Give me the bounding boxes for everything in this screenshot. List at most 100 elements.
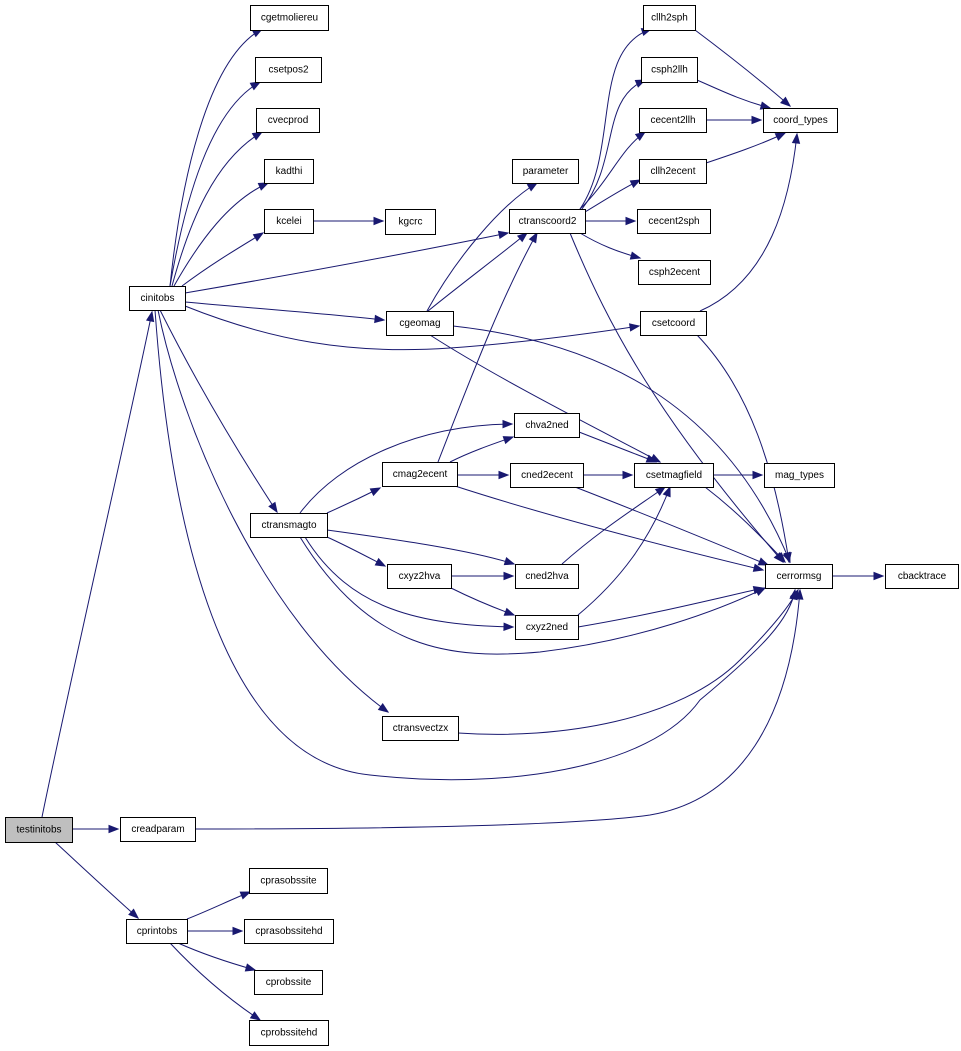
node-box[interactable]: [249, 868, 328, 894]
node-box[interactable]: [515, 615, 579, 640]
edge-line: [574, 486, 769, 566]
node-box[interactable]: [510, 463, 584, 488]
edge-kcelei-to-kgcrc: [313, 216, 385, 226]
node-box[interactable]: [264, 159, 314, 184]
node-mag-types[interactable]: mag_types: [764, 463, 835, 488]
node-csetmagfield[interactable]: csetmagfield: [634, 463, 714, 488]
node-box[interactable]: [264, 209, 314, 234]
node-creadparam[interactable]: creadparam: [120, 817, 196, 842]
node-box[interactable]: [249, 1020, 329, 1046]
edge-testinitobs-to-cinitobs: [41, 310, 155, 818]
node-box[interactable]: [250, 513, 328, 538]
node-box[interactable]: [640, 311, 707, 336]
node-box[interactable]: [643, 5, 696, 31]
node-cxyz2ned[interactable]: cxyz2ned: [515, 615, 579, 640]
arrowhead-icon: [752, 585, 765, 595]
node-box[interactable]: [385, 209, 436, 235]
node-label: ctransvectzx: [393, 723, 449, 734]
node-cned2ecent[interactable]: cned2ecent: [510, 463, 584, 488]
node-coord-types[interactable]: coord_types: [763, 108, 838, 133]
node-cgetmoliereu[interactable]: cgetmoliereu: [250, 5, 329, 31]
node-csetcoord[interactable]: csetcoord: [640, 311, 707, 336]
edge-ctransmagto-to-cxyz2hva: [326, 536, 387, 567]
node-box[interactable]: [129, 286, 186, 311]
node-cvecprod[interactable]: cvecprod: [256, 108, 320, 133]
node-box[interactable]: [639, 108, 707, 133]
node-box[interactable]: [254, 970, 323, 995]
node-box[interactable]: [512, 159, 579, 184]
node-cmag2ecent[interactable]: cmag2ecent: [382, 462, 458, 487]
node-box[interactable]: [885, 564, 959, 589]
node-kadthi[interactable]: kadthi: [264, 159, 314, 184]
node-box[interactable]: [763, 108, 838, 133]
node-box[interactable]: [641, 57, 698, 83]
node-box[interactable]: [387, 564, 452, 589]
node-box[interactable]: [382, 716, 459, 741]
arrowhead-icon: [795, 588, 804, 600]
node-cprasobssite[interactable]: cprasobssite: [249, 868, 328, 894]
node-box[interactable]: [637, 209, 711, 234]
node-cgeomag[interactable]: cgeomag: [386, 311, 454, 336]
arrowhead-icon: [503, 607, 516, 616]
node-box[interactable]: [639, 159, 707, 184]
node-box[interactable]: [256, 108, 320, 133]
node-box[interactable]: [5, 817, 73, 843]
edge-line: [569, 232, 784, 563]
node-kgcrc[interactable]: kgcrc: [385, 209, 436, 235]
edge-cinitobs-to-ctransmagto: [159, 309, 278, 514]
node-box[interactable]: [634, 463, 714, 488]
node-box[interactable]: [126, 919, 188, 944]
node-kcelei[interactable]: kcelei: [264, 209, 314, 234]
edge-line: [579, 232, 641, 259]
edge-csetcoord-to-cerrormsg: [696, 334, 792, 564]
node-cned2hva[interactable]: cned2hva: [515, 564, 579, 589]
node-box[interactable]: [382, 462, 458, 487]
node-cllh2ecent[interactable]: cllh2ecent: [639, 159, 707, 184]
edge-cmag2ecent-to-cerrormsg: [454, 485, 765, 572]
node-box[interactable]: [386, 311, 454, 336]
node-cprasobssitehd[interactable]: cprasobssitehd: [244, 919, 334, 944]
node-parameter[interactable]: parameter: [512, 159, 579, 184]
edge-cmag2ecent-to-cned2ecent: [457, 470, 510, 480]
edge-line: [696, 79, 771, 109]
node-cbacktrace[interactable]: cbacktrace: [885, 564, 959, 589]
node-testinitobs[interactable]: testinitobs: [5, 817, 73, 843]
node-cinitobs[interactable]: cinitobs: [129, 286, 186, 311]
node-cecent2sph[interactable]: cecent2sph: [637, 209, 711, 234]
node-ctransmagto[interactable]: ctransmagto: [250, 513, 328, 538]
node-cprobssite[interactable]: cprobssite: [254, 970, 323, 995]
arrowhead-icon: [374, 314, 386, 324]
node-box[interactable]: [764, 463, 835, 488]
node-cecent2llh[interactable]: cecent2llh: [639, 108, 707, 133]
node-cllh2sph[interactable]: cllh2sph: [643, 5, 696, 31]
node-ctransvectzx[interactable]: ctransvectzx: [382, 716, 459, 741]
edge-line: [169, 942, 261, 1021]
edge-ctranscoord2-to-csph2ecent: [579, 232, 642, 260]
node-box[interactable]: [244, 919, 334, 944]
node-box[interactable]: [120, 817, 196, 842]
node-box[interactable]: [638, 260, 711, 285]
node-box[interactable]: [765, 564, 833, 589]
edge-cxyz2hva-to-cned2hva: [451, 571, 515, 581]
node-label: cinitobs: [141, 293, 175, 304]
edge-line: [427, 232, 528, 312]
node-cprintobs[interactable]: cprintobs: [126, 919, 188, 944]
node-cerrormsg[interactable]: cerrormsg: [765, 564, 833, 589]
node-csph2ecent[interactable]: csph2ecent: [638, 260, 711, 285]
node-chva2ned[interactable]: chva2ned: [514, 413, 580, 438]
node-csetpos2[interactable]: csetpos2: [255, 57, 322, 83]
arrowhead-icon: [108, 824, 120, 834]
arrowhead-icon: [791, 132, 801, 144]
node-box[interactable]: [514, 413, 580, 438]
node-box[interactable]: [509, 209, 586, 234]
node-label: cprasobssite: [260, 876, 317, 887]
node-box[interactable]: [255, 57, 322, 83]
node-box[interactable]: [515, 564, 579, 589]
node-box[interactable]: [250, 5, 329, 31]
node-cprobssitehd[interactable]: cprobssitehd: [249, 1020, 329, 1046]
arrowhead-icon: [249, 1011, 262, 1021]
node-csph2llh[interactable]: csph2llh: [641, 57, 698, 83]
node-ctranscoord2[interactable]: ctranscoord2: [509, 209, 586, 234]
node-cxyz2hva[interactable]: cxyz2hva: [387, 564, 452, 589]
